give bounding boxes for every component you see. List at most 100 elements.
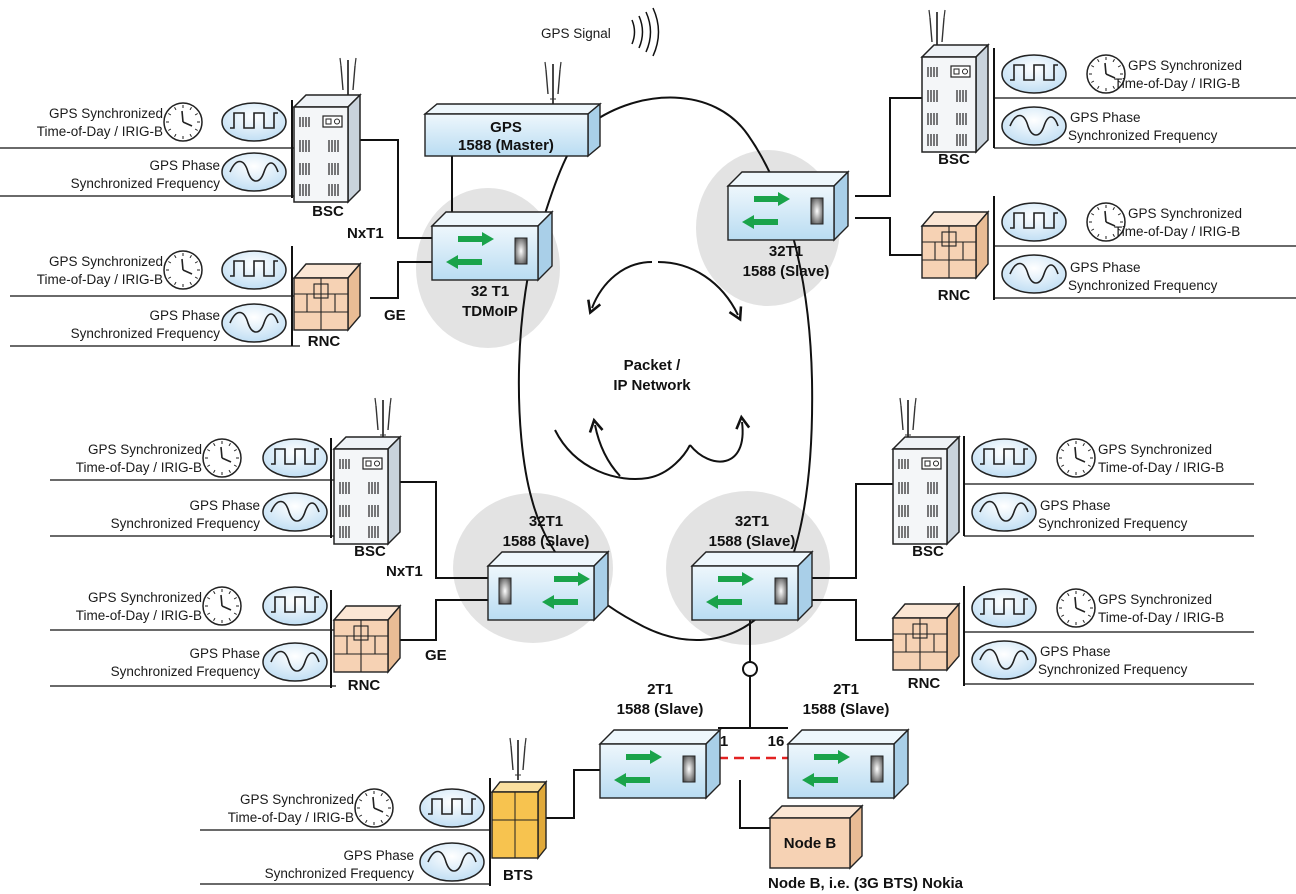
freq-label-l1-ml: GPS Phase xyxy=(149,308,220,323)
slave-bl-line1: 32T1 xyxy=(529,513,563,530)
freq-label-l2-mr: Synchronized Frequency xyxy=(1068,278,1218,293)
flow-arrow-top-right xyxy=(657,261,743,322)
freq-label-l2-br2: Synchronized Frequency xyxy=(1038,662,1188,677)
clock-icon xyxy=(354,788,394,828)
tdmoip-label-line1: 32 T1 xyxy=(471,283,509,300)
node-b-label: Node B xyxy=(784,835,837,852)
tower-icon xyxy=(899,397,917,441)
square-wave-icon xyxy=(221,250,287,290)
slave2-left-line2: 1588 (Slave) xyxy=(617,701,704,718)
sine-wave-icon xyxy=(262,642,328,682)
bsc-label-bottom-left: BSC xyxy=(354,543,386,560)
freq-label-l1-bl2: GPS Phase xyxy=(189,646,260,661)
rnc-label-bottom-right: RNC xyxy=(908,675,941,692)
time-label-l2-tr: Time-of-Day / IRIG-B xyxy=(1114,76,1240,91)
tower-icon xyxy=(374,397,392,441)
flow-arrow-bottom-left xyxy=(554,429,691,480)
slave2-left-line1: 2T1 xyxy=(647,681,673,698)
gps-signal-waves-icon xyxy=(631,7,660,57)
bsc-cabinet-top-left xyxy=(293,94,361,203)
slave-tr-line2: 1588 (Slave) xyxy=(743,263,830,280)
freq-label-l1-br: GPS Phase xyxy=(1040,498,1111,513)
freq-label-l1-tl: GPS Phase xyxy=(149,158,220,173)
vertical-bars xyxy=(291,48,995,886)
rnc-cabinet-bottom-right xyxy=(892,603,960,671)
sine-wave-icon xyxy=(221,152,287,192)
time-label-l1-bl2: GPS Synchronized xyxy=(88,590,202,605)
freq-label-l1-tr: GPS Phase xyxy=(1070,110,1141,125)
sine-wave-icon xyxy=(221,303,287,343)
square-wave-icon xyxy=(221,102,287,142)
time-label-l1-bts: GPS Synchronized xyxy=(240,792,354,807)
network-label-line1: Packet / xyxy=(624,357,682,374)
time-label-l2-tl: Time-of-Day / IRIG-B xyxy=(37,124,163,139)
square-wave-icon xyxy=(971,438,1037,478)
freq-label-l1-br2: GPS Phase xyxy=(1040,644,1111,659)
nxt1-label-bottom: NxT1 xyxy=(386,563,423,580)
ge-label-bottom: GE xyxy=(425,647,447,664)
time-label-l2-br: Time-of-Day / IRIG-B xyxy=(1098,460,1224,475)
time-label-l2-bl: Time-of-Day / IRIG-B xyxy=(76,460,202,475)
sine-wave-icon xyxy=(971,492,1037,532)
tower-icon xyxy=(509,737,527,781)
sine-wave-icon xyxy=(971,640,1037,680)
freq-label-l1-bl: GPS Phase xyxy=(189,498,260,513)
time-label-l2-ml: Time-of-Day / IRIG-B xyxy=(37,272,163,287)
time-label-l2-bts: Time-of-Day / IRIG-B xyxy=(228,810,354,825)
freq-label-l2-bts: Synchronized Frequency xyxy=(265,866,415,881)
bsc-cabinet-bottom-right xyxy=(892,436,960,545)
freq-label-l2-tl: Synchronized Frequency xyxy=(71,176,221,191)
freq-label-l2-br: Synchronized Frequency xyxy=(1038,516,1188,531)
clock-icon xyxy=(163,250,203,290)
clock-icon xyxy=(1056,588,1096,628)
slave-device-bottom-left xyxy=(486,550,610,622)
freq-label-l2-bl: Synchronized Frequency xyxy=(111,516,261,531)
bts-cabinet xyxy=(490,780,548,860)
rnc-label-bottom-left: RNC xyxy=(348,677,381,694)
tdmoip-label-line2: TDMoIP xyxy=(462,303,518,320)
time-label-l1-tr: GPS Synchronized xyxy=(1128,58,1242,73)
bsc-cabinet-bottom-left xyxy=(333,436,401,545)
port-label-1: 1 xyxy=(720,733,728,750)
bsc-label-bottom-right: BSC xyxy=(912,543,944,560)
sine-wave-icon xyxy=(419,842,485,882)
bts-label: BTS xyxy=(503,867,533,884)
slave-device-bottom-right xyxy=(691,551,813,621)
fiber-ring-symbol xyxy=(742,661,758,677)
nxt1-label-top: NxT1 xyxy=(347,225,384,242)
rnc-cabinet-top-left xyxy=(293,263,361,331)
connection-lines xyxy=(360,97,922,829)
gps-signal-label: GPS Signal xyxy=(541,26,611,41)
square-wave-icon xyxy=(262,586,328,626)
freq-label-l2-bl2: Synchronized Frequency xyxy=(111,664,261,679)
clock-icon xyxy=(202,438,242,478)
gps-master-line1: GPS xyxy=(490,119,522,136)
slave2-device-left xyxy=(599,729,721,799)
sine-wave-icon xyxy=(1001,106,1067,146)
square-wave-icon xyxy=(971,588,1037,628)
tdmoip-device xyxy=(431,211,553,281)
slave-bl-line2: 1588 (Slave) xyxy=(503,533,590,550)
ge-label-top: GE xyxy=(384,307,406,324)
time-label-l1-br: GPS Synchronized xyxy=(1098,442,1212,457)
node-b-box xyxy=(768,804,864,870)
time-label-l2-br2: Time-of-Day / IRIG-B xyxy=(1098,610,1224,625)
clock-icon xyxy=(1056,438,1096,478)
time-label-l2-bl2: Time-of-Day / IRIG-B xyxy=(76,608,202,623)
freq-label-l1-bts: GPS Phase xyxy=(343,848,414,863)
separator-lines xyxy=(0,97,1296,885)
time-label-l1-ml: GPS Synchronized xyxy=(49,254,163,269)
time-label-l1-mr: GPS Synchronized xyxy=(1128,206,1242,221)
slave-tr-line1: 32T1 xyxy=(769,243,803,260)
bsc-label-top-right: BSC xyxy=(938,151,970,168)
time-label-l2-mr: Time-of-Day / IRIG-B xyxy=(1114,224,1240,239)
square-wave-icon xyxy=(1001,54,1067,94)
flow-arrow-bottom-right xyxy=(689,414,751,463)
slave2-right-line2: 1588 (Slave) xyxy=(803,701,890,718)
flow-arrow-bottom-center xyxy=(588,417,621,477)
square-wave-icon xyxy=(1001,202,1067,242)
bsc-label-top-left: BSC xyxy=(312,203,344,220)
clock-icon xyxy=(202,586,242,626)
rnc-label-top-right: RNC xyxy=(938,287,971,304)
